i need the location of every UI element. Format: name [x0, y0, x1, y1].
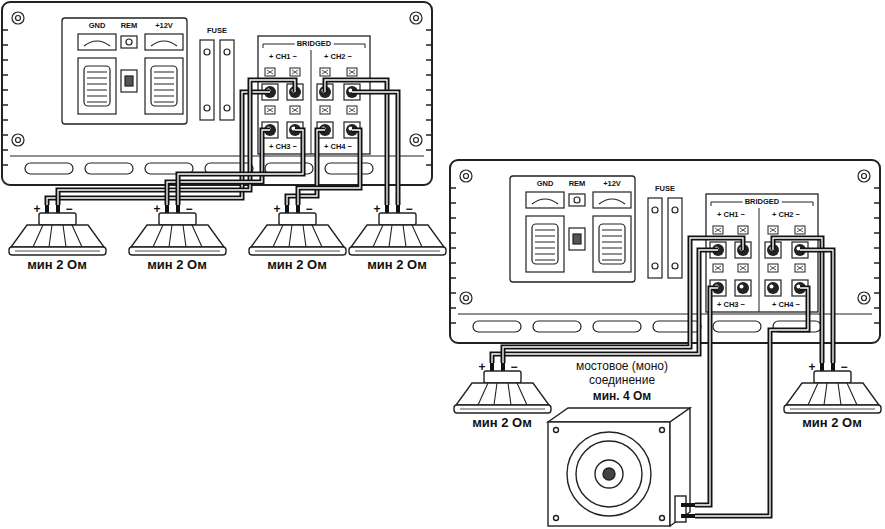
speaker: + − мин 2 Ом [450, 363, 555, 433]
impedance-label: мин 2 Ом [802, 416, 862, 431]
speaker-wire [167, 130, 270, 205]
terminal-label: GND [89, 22, 106, 31]
speaker-wire [503, 238, 743, 363]
speaker-drawing [129, 205, 226, 255]
wire-outline [287, 130, 325, 205]
speaker-wire [352, 92, 398, 205]
speaker-drawing [454, 363, 551, 413]
speaker-drawing [349, 205, 446, 255]
speaker-wire [298, 130, 360, 205]
amplifier: GND REM +12V FUSE BRIDGED + CH1 − + CH2 − + CH3… [448, 158, 880, 343]
terminal-label: + CH4 − [772, 301, 800, 310]
wire-core [298, 130, 360, 205]
polarity-mark: + [373, 203, 380, 217]
terminal-label: + CH2 − [324, 53, 352, 62]
wire-core [352, 92, 398, 205]
wire-outline [800, 250, 833, 363]
wire-outline [695, 288, 808, 516]
wire-core [800, 250, 833, 363]
speaker: + − мин 2 Ом [345, 205, 448, 275]
speaker-wire [695, 288, 808, 516]
wire-core [503, 238, 743, 363]
polarity-mark: − [305, 203, 312, 217]
polarity-mark: − [185, 203, 192, 217]
impedance-label: мин 2 Ом [267, 258, 327, 273]
terminal-label: +12V [603, 180, 621, 189]
terminal-label: +12V [155, 22, 173, 31]
wire-core [695, 288, 718, 505]
speaker: + − мин 2 Ом [780, 363, 885, 433]
terminal-label: + CH3 − [269, 143, 297, 152]
speaker: + − мин 2 Ом [245, 205, 350, 275]
wire-core [695, 288, 808, 516]
amplifier: GND REM +12V FUSE BRIDGED + CH1 − + CH2 − + CH3… [0, 0, 432, 185]
wire-outline [325, 80, 387, 205]
wire-outline [298, 130, 360, 205]
impedance-label: мин 2 Ом [367, 258, 427, 273]
polarity-mark: − [840, 361, 847, 375]
terminal-label: BRIDGED [743, 198, 782, 207]
terminal-label: + CH2 − [772, 211, 800, 220]
speaker-wire [773, 238, 822, 363]
polarity-mark: + [478, 361, 485, 375]
wire-core [773, 238, 822, 363]
terminal-label: REM [121, 22, 138, 31]
impedance-label: мин 2 Ом [147, 258, 207, 273]
wire-core [178, 130, 303, 205]
polarity-mark: + [808, 361, 815, 375]
impedance-label: мин 2 Ом [472, 416, 532, 431]
speaker-wire [178, 130, 303, 205]
speaker-wire [325, 80, 387, 205]
wire-outline [773, 238, 822, 363]
wire-core [287, 130, 325, 205]
speaker: + − мин 2 Ом [125, 205, 230, 275]
wire-outline [178, 130, 303, 205]
polarity-mark: + [153, 203, 160, 217]
polarity-mark: − [65, 203, 72, 217]
polarity-mark: + [33, 203, 40, 217]
impedance-label: мин. 4 Ом [593, 390, 651, 404]
terminal-label: FUSE [655, 185, 675, 194]
polarity-mark: + [273, 203, 280, 217]
speaker-wire [800, 250, 833, 363]
connection-note: мостовое (моно) соединение [566, 360, 678, 388]
speaker-drawing [9, 205, 106, 255]
speaker-drawing [784, 363, 881, 413]
wire-outline [167, 130, 270, 205]
terminal-label: BRIDGED [295, 40, 334, 49]
terminal-label: + CH1 − [269, 53, 297, 62]
wire-outline [503, 238, 743, 363]
subwoofer-drawing [548, 408, 695, 526]
terminal-label: FUSE [207, 27, 227, 36]
speaker: + − мин 2 Ом [5, 205, 110, 275]
polarity-mark: − [405, 203, 412, 217]
speaker-drawing [249, 205, 346, 255]
speaker-wire [695, 288, 718, 505]
impedance-label: мин 2 Ом [27, 258, 87, 273]
terminal-label: + CH4 − [324, 143, 352, 152]
wire-core [167, 130, 270, 205]
speaker-wire [287, 130, 325, 205]
terminal-label: REM [569, 180, 586, 189]
wire-core [325, 80, 387, 205]
terminal-label: + CH1 − [717, 211, 745, 220]
subwoofer-box: мостовое (моно) соединение мин. 4 Ом [548, 360, 695, 526]
wire-outline [695, 288, 718, 505]
terminal-label: GND [537, 180, 554, 189]
terminal-label: + CH3 − [717, 301, 745, 310]
wire-outline [352, 92, 398, 205]
polarity-mark: − [510, 361, 517, 375]
